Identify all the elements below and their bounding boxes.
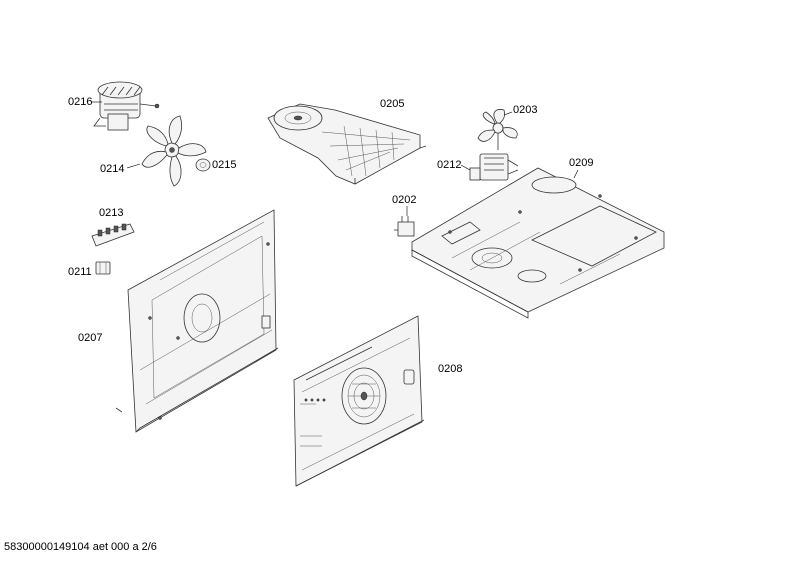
part-label-0213: 0213	[99, 207, 124, 219]
part-label-0214: 0214	[100, 163, 125, 175]
part-label-0215: 0215	[212, 159, 237, 171]
part-label-0211: 0211	[68, 266, 92, 278]
cooling-fan-blade[interactable]	[477, 109, 518, 150]
air-duct-housing[interactable]	[267, 103, 427, 185]
document-id: 58300000149104 aet 000 a 2/6	[4, 541, 157, 553]
fan-motor-assembly[interactable]	[93, 81, 160, 131]
top-cover-plate[interactable]	[411, 167, 665, 319]
connector[interactable]	[95, 261, 111, 275]
part-label-0208: 0208	[438, 363, 463, 375]
fan-nut[interactable]	[195, 158, 211, 172]
fan-blade[interactable]	[141, 115, 207, 187]
part-label-0202: 0202	[392, 194, 417, 206]
part-label-0203: 0203	[513, 104, 538, 116]
rear-cover-panel[interactable]	[293, 315, 425, 487]
part-label-0209: 0209	[569, 157, 594, 169]
part-label-0207: 0207	[78, 332, 103, 344]
part-label-0212: 0212	[437, 159, 462, 171]
switch-component[interactable]	[394, 216, 415, 237]
terminal-block[interactable]	[91, 223, 135, 247]
part-label-0216: 0216	[68, 96, 93, 108]
cooling-fan-motor[interactable]	[469, 153, 519, 181]
rear-wall-panel[interactable]	[115, 209, 279, 433]
part-label-0205: 0205	[380, 98, 405, 110]
